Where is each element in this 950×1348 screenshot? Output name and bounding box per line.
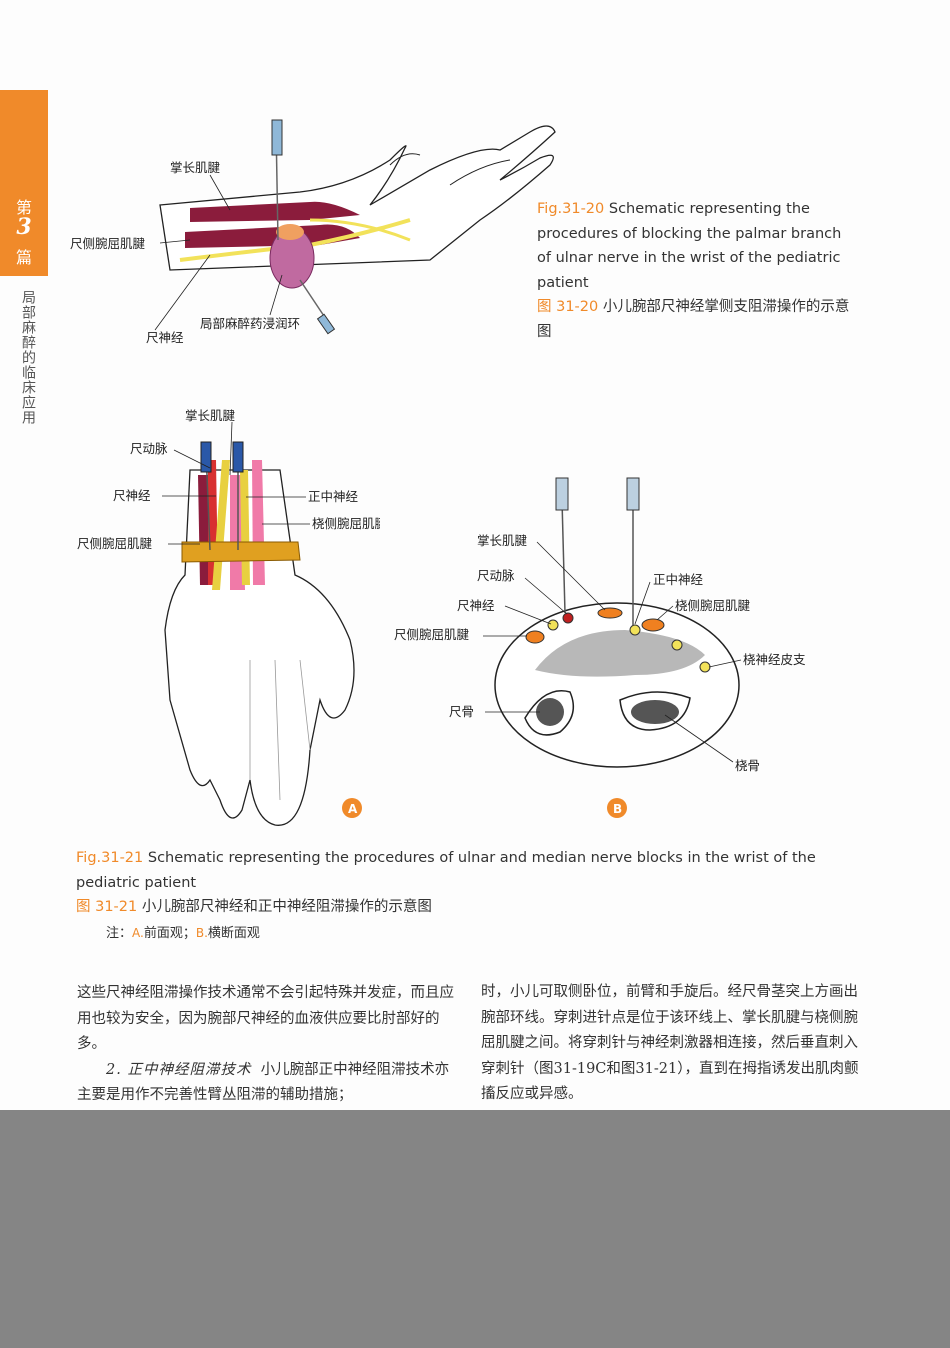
badge-a-circle [342, 798, 362, 818]
wrist-cross-section [494, 602, 740, 768]
label-fcr-b: 桡侧腕屈肌腱 [675, 598, 751, 613]
label-median-nerve-b: 正中神经 [653, 572, 704, 587]
needle-median [232, 441, 244, 473]
caption-en-text-21: Schematic representing the procedures of… [76, 850, 816, 891]
caption-en-number: Fig.31-20 [537, 201, 605, 217]
caption-cn-text: 小儿腕部尺神经掌侧支阻滞操作的示意图 [537, 299, 850, 340]
label-palmaris-a: 掌长肌腱 [185, 408, 236, 423]
label-ulnar-nerve-a: 尺神经 [113, 488, 151, 503]
subheading-median: 2. 正中神经阻滞技术 [106, 1061, 252, 1078]
caption-cn-number: 图 31-20 [537, 299, 599, 315]
label-fcu-a: 尺侧腕屈肌腱 [77, 536, 153, 551]
needle-median-b [626, 477, 640, 511]
needle-ulnar [200, 441, 212, 473]
paragraph-left-2: 小儿腕部正中神经阻滞技术亦主要是用作不完善性臂丛阻滞的辅助措施； [77, 1061, 450, 1104]
flexor-mass [535, 630, 705, 677]
label-radial-cutaneous-b: 桡神经皮支 [743, 652, 806, 667]
needle-ulnar-b [555, 477, 569, 511]
paragraph-left-1: 这些尺神经阻滞操作技术通常不会引起特殊并发症，而且应用也较为安全，因为腕部尺神经… [77, 985, 454, 1052]
figure-31-21-b: 掌长肌腱 尺动脉 尺神经 尺侧腕屈肌腱 尺骨 正中神经 桡侧腕屈肌腱 桡神经皮支… [394, 477, 806, 818]
gray-bottom-area [0, 1110, 950, 1348]
paragraph-right-1: 时，小儿可取侧卧位，前臂和手旋后。经尺骨茎突上方画出腕部环线。穿刺进针点是位于该… [481, 984, 859, 1102]
label-fcr-a: 桡侧腕屈肌腱 [312, 516, 380, 531]
note-a-key: A. [132, 926, 144, 940]
hand-outline [159, 125, 556, 271]
palmaris-b [597, 607, 623, 619]
section-title: 局部麻醉的临床应用 [20, 290, 36, 425]
note-b-key: B. [195, 926, 208, 940]
label-ulnar-artery-a: 尺动脉 [130, 441, 168, 456]
label-ulnar-artery-b: 尺动脉 [477, 568, 515, 583]
label-ulna-b: 尺骨 [449, 704, 474, 719]
label-radius-b: 桡骨 [735, 758, 760, 773]
body-right-column: 时，小儿可取侧卧位，前臂和手旋后。经尺骨茎突上方画出腕部环线。穿刺进针点是位于该… [481, 980, 861, 1108]
fcu-b [525, 630, 545, 644]
label-fcu-b: 尺侧腕屈肌腱 [394, 627, 470, 642]
figure-note: 注：A.前面观；B.横断面观 [106, 922, 260, 941]
caption-cn-text-21: 小儿腕部尺神经和正中神经阻滞操作的示意图 [141, 899, 432, 915]
fcr-b [641, 618, 665, 632]
part-number: 3 [16, 214, 32, 240]
note-b: 横断面观 [207, 926, 260, 941]
figure-31-21-a: 掌长肌腱 尺动脉 尺神经 尺侧腕屈肌腱 正中神经 桡侧腕屈肌腱 A [77, 408, 380, 826]
part-prefix: 第 [15, 198, 32, 217]
caption-fig-31-20: Fig.31-20 Schematic representing the pro… [537, 197, 857, 344]
note-prefix: 注： [106, 926, 133, 941]
ulnar-artery-b [562, 612, 574, 624]
caption-en-text: Schematic representing the procedures of… [537, 201, 842, 291]
badge-b: B [613, 802, 622, 816]
badge-b-circle [607, 798, 627, 818]
book-page: 第 3 篇 局部麻醉的临床应用 掌长肌腱 尺侧腕屈肌腱 尺神经 局部麻醉药浸润环 [0, 90, 866, 1109]
part-tab: 第 3 篇 [0, 90, 48, 276]
caption-fig-31-21: Fig.31-21 Schematic representing the pro… [76, 846, 866, 920]
label-palmaris-b: 掌长肌腱 [477, 533, 528, 548]
radial-cutaneous-b [699, 661, 711, 673]
body-left-column: 这些尺神经阻滞操作技术通常不会引起特殊并发症，而且应用也较为安全，因为腕部尺神经… [77, 981, 457, 1109]
label-median-nerve-a: 正中神经 [308, 489, 359, 504]
badge-a: A [348, 802, 358, 816]
part-suffix: 篇 [15, 248, 32, 267]
wrist-band [181, 541, 301, 563]
label-palmaris: 掌长肌腱 [170, 160, 221, 175]
caption-cn-number-21: 图 31-21 [76, 899, 138, 915]
label-infiltration: 局部麻醉药浸润环 [200, 316, 300, 331]
figure-31-20: 掌长肌腱 尺侧腕屈肌腱 尺神经 局部麻醉药浸润环 [70, 119, 556, 345]
caption-en-number-21: Fig.31-21 [76, 850, 144, 866]
palmaris-tendon [190, 201, 360, 222]
label-ulnar-nerve: 尺神经 [146, 330, 184, 345]
note-a: 前面观； [143, 926, 196, 941]
label-fcu: 尺侧腕屈肌腱 [70, 236, 146, 251]
median-nerve-b [629, 624, 641, 636]
ulnar-nerve-b [547, 619, 559, 631]
label-ulnar-nerve-b: 尺神经 [457, 598, 495, 613]
